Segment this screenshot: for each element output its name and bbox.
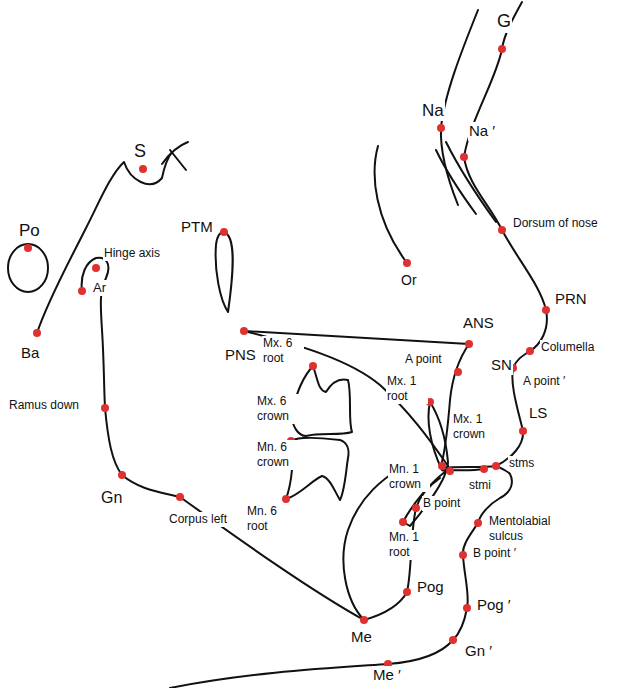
landmark-label: PTM <box>180 218 214 237</box>
landmark-dot <box>33 329 41 337</box>
orbit <box>375 146 407 263</box>
landmark-label: Me <box>350 628 373 647</box>
nasal-bone-inner <box>436 150 476 214</box>
landmark-label: Mn. 1 root <box>388 530 430 560</box>
landmark-dot <box>446 467 454 475</box>
landmark-label: Me ′ <box>372 666 402 685</box>
landmark-dot <box>360 616 368 624</box>
landmark-dot <box>24 244 32 252</box>
landmark-label: A point ′ <box>522 374 566 389</box>
landmark-label: Na ′ <box>468 122 496 141</box>
landmark-dot <box>498 226 506 234</box>
landmark-dot <box>459 551 467 559</box>
landmark-dot <box>220 228 228 236</box>
landmark-label: Mx. 6 root <box>262 336 304 366</box>
landmark-label: Mx. 1 root <box>386 374 428 404</box>
pterygomaxillary-fissure <box>216 232 233 312</box>
landmark-dot <box>403 259 411 267</box>
landmark-label: B point <box>422 496 461 511</box>
landmark-dot <box>454 368 462 376</box>
landmark-label: Mx. 1 crown <box>452 412 494 442</box>
landmark-dot <box>118 471 126 479</box>
landmark-label: Columella <box>540 340 595 355</box>
landmark-dot <box>480 465 488 473</box>
landmark-dot <box>78 287 86 295</box>
landmark-dot <box>519 427 527 435</box>
landmark-label: Hinge axis <box>103 246 161 261</box>
landmark-label: stmi <box>468 478 492 493</box>
landmark-label: Mn. 1 crown <box>388 462 430 492</box>
landmark-dot <box>492 462 500 470</box>
landmark-label: Mentolabial sulcus <box>488 514 566 544</box>
landmark-label: ANS <box>462 314 495 333</box>
frontal-bone <box>441 10 478 205</box>
soft-tissue-profile <box>170 2 547 688</box>
landmark-dot <box>498 45 506 53</box>
landmark-dot <box>412 504 420 512</box>
landmark-dot <box>542 306 550 314</box>
landmark-label: LS <box>528 404 548 423</box>
landmark-dot <box>309 362 317 370</box>
landmark-label: Ba <box>20 344 40 363</box>
landmark-label: Dorsum of nose <box>512 216 599 231</box>
landmark-dot <box>240 327 248 335</box>
landmark-label: G <box>496 10 512 33</box>
landmark-label: B point ′ <box>472 546 517 561</box>
landmark-dot <box>403 588 411 596</box>
landmark-label: Mn. 6 crown <box>256 440 298 470</box>
landmark-label: Corpus left <box>168 512 228 527</box>
upper-incisor <box>429 402 449 471</box>
landmark-label: PNS <box>224 346 257 365</box>
landmark-label: SN <box>490 356 513 375</box>
landmark-label: Po <box>18 220 41 241</box>
landmark-dot <box>463 604 471 612</box>
landmark-label: Pog <box>416 578 445 597</box>
clinoid <box>162 142 188 170</box>
landmark-label: Na <box>421 100 445 121</box>
landmark-dot <box>437 124 445 132</box>
landmark-dot <box>282 495 290 503</box>
ramus-and-mandible <box>82 258 364 620</box>
landmark-label: PRN <box>554 290 588 309</box>
landmark-dot <box>474 519 482 527</box>
landmark-dot <box>465 340 473 348</box>
landmarks <box>24 45 550 668</box>
landmark-dot <box>101 404 109 412</box>
porion <box>8 244 48 292</box>
landmark-label: Pog ′ <box>476 596 512 615</box>
landmark-label: Gn ′ <box>464 642 493 661</box>
landmark-label: S <box>133 140 147 163</box>
landmark-label: Or <box>400 272 418 290</box>
landmark-dot <box>139 165 147 173</box>
landmark-dot <box>176 493 184 501</box>
landmark-dot <box>460 153 468 161</box>
landmark-label: Gn <box>100 488 123 508</box>
landmark-label: Ar <box>92 280 107 296</box>
landmark-dot <box>526 347 534 355</box>
sella-and-cranial-base <box>37 152 172 333</box>
landmark-dot <box>449 636 457 644</box>
landmark-label: A point <box>404 352 443 367</box>
landmark-label: stms <box>508 456 535 471</box>
upper-molar <box>291 366 352 436</box>
landmark-dot <box>438 462 446 470</box>
landmark-label: Mn. 6 root <box>246 504 286 534</box>
landmark-label: Mx. 6 crown <box>256 394 298 424</box>
landmark-dot <box>399 518 407 526</box>
landmark-label: Ramus down <box>8 398 80 413</box>
landmark-dot <box>92 264 100 272</box>
